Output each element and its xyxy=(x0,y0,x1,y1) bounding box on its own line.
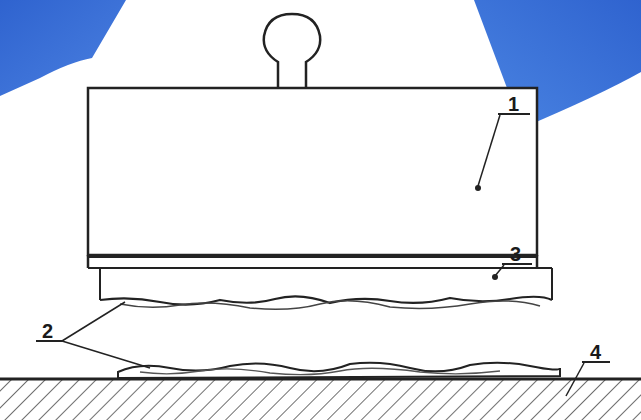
callout-number: 4 xyxy=(588,342,603,362)
rough-surface xyxy=(120,301,540,310)
handle xyxy=(264,14,320,88)
leader-dot xyxy=(475,185,481,191)
callout-number: 3 xyxy=(508,244,523,264)
leader-line xyxy=(62,341,150,368)
blue-decoration xyxy=(0,0,126,96)
leader-dot xyxy=(492,274,498,280)
strip-top xyxy=(88,254,537,258)
block-body xyxy=(88,88,537,255)
leader-line xyxy=(62,302,125,341)
rough-surface xyxy=(118,363,560,378)
callout-number: 2 xyxy=(40,321,55,341)
ground-surface xyxy=(0,378,641,381)
callout-number: 1 xyxy=(506,94,521,114)
leader-line xyxy=(566,363,584,396)
ground-hatch xyxy=(0,379,641,420)
leader-line xyxy=(478,115,500,186)
strip xyxy=(100,268,552,300)
